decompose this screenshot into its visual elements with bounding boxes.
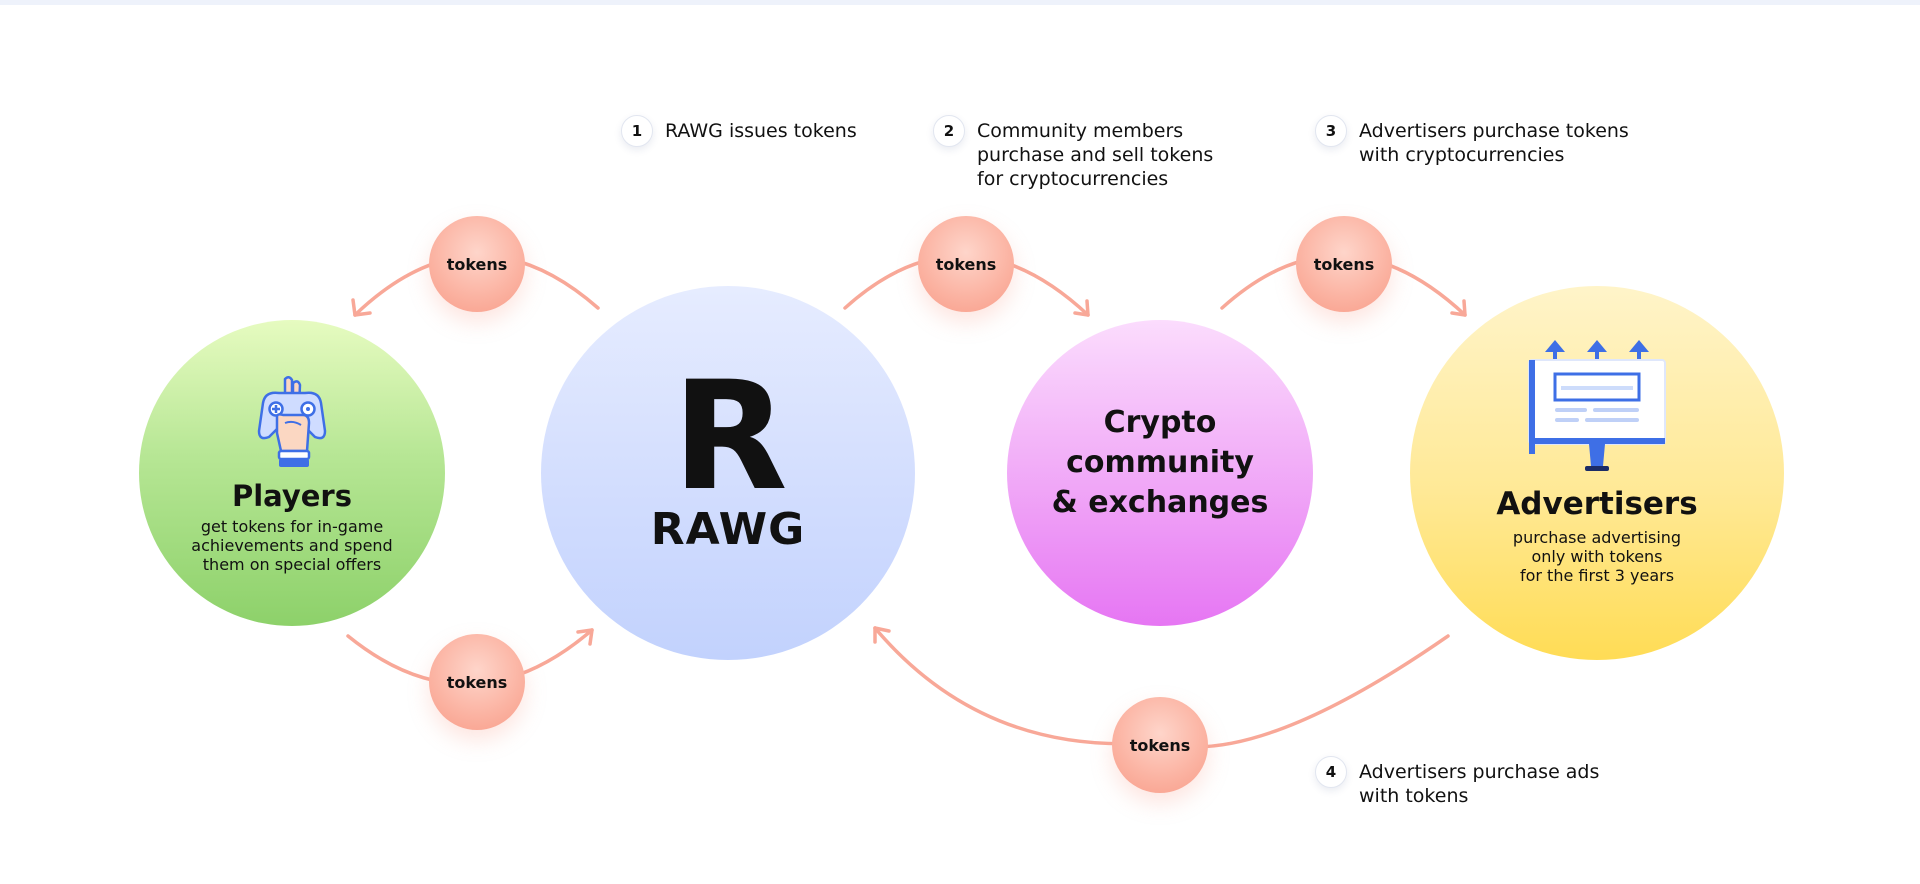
arrow-players-to-rawg-head: [576, 628, 594, 646]
billboard-icon: [1528, 339, 1666, 471]
rawg-node: R RAWG: [541, 286, 915, 660]
step-3: 3 Advertisers purchase tokens with crypt…: [1315, 115, 1629, 167]
arrow-crypto-to-advertisers-head: [1450, 299, 1467, 317]
arrow-advertisers-to-rawg-head: [873, 626, 891, 644]
rawg-logo-letter: R: [672, 350, 787, 524]
step-text: RAWG issues tokens: [665, 120, 857, 142]
gamepad-hand-icon: [257, 375, 327, 467]
players-title: Players: [231, 478, 352, 513]
step-number: 3: [1315, 115, 1347, 147]
step-1: 1 RAWG issues tokens: [621, 115, 857, 147]
arrow-rawg-to-players-head: [351, 298, 372, 317]
advertisers-title: Advertisers: [1496, 485, 1698, 522]
step-number: 1: [621, 115, 653, 147]
players-description: get tokens for in-game achievements and …: [191, 516, 393, 574]
token-badge-crypto-to-advertisers: tokens: [1296, 216, 1392, 312]
step-text: Community members purchase and sell toke…: [977, 120, 1214, 190]
arrow-rawg-to-crypto-head: [1073, 299, 1090, 317]
step-2: 2 Community members purchase and sell to…: [933, 115, 1213, 191]
players-node: Players get tokens for in-game achieveme…: [139, 320, 445, 626]
step-text: Advertisers purchase tokens with cryptoc…: [1359, 120, 1629, 166]
step-number: 2: [933, 115, 965, 147]
step-4: 4 Advertisers purchase ads with tokens: [1315, 756, 1599, 808]
advertisers-description: purchase advertising only with tokens fo…: [1512, 527, 1682, 585]
crypto-title: Crypto community & exchanges: [1051, 405, 1269, 520]
rawg-name: RAWG: [650, 504, 806, 555]
advertisers-node: Advertisers purchase advertising only wi…: [1410, 286, 1784, 660]
token-badge-players-to-rawg: tokens: [429, 634, 525, 730]
token-badge-rawg-to-players: tokens: [429, 216, 525, 312]
crypto-node: Crypto community & exchanges: [1007, 320, 1313, 626]
token-badge-rawg-to-crypto: tokens: [918, 216, 1014, 312]
step-text: Advertisers purchase ads with tokens: [1359, 761, 1600, 807]
top-bar: [0, 0, 1920, 5]
token-badge-advertisers-to-rawg: tokens: [1112, 697, 1208, 793]
step-number: 4: [1315, 756, 1347, 788]
